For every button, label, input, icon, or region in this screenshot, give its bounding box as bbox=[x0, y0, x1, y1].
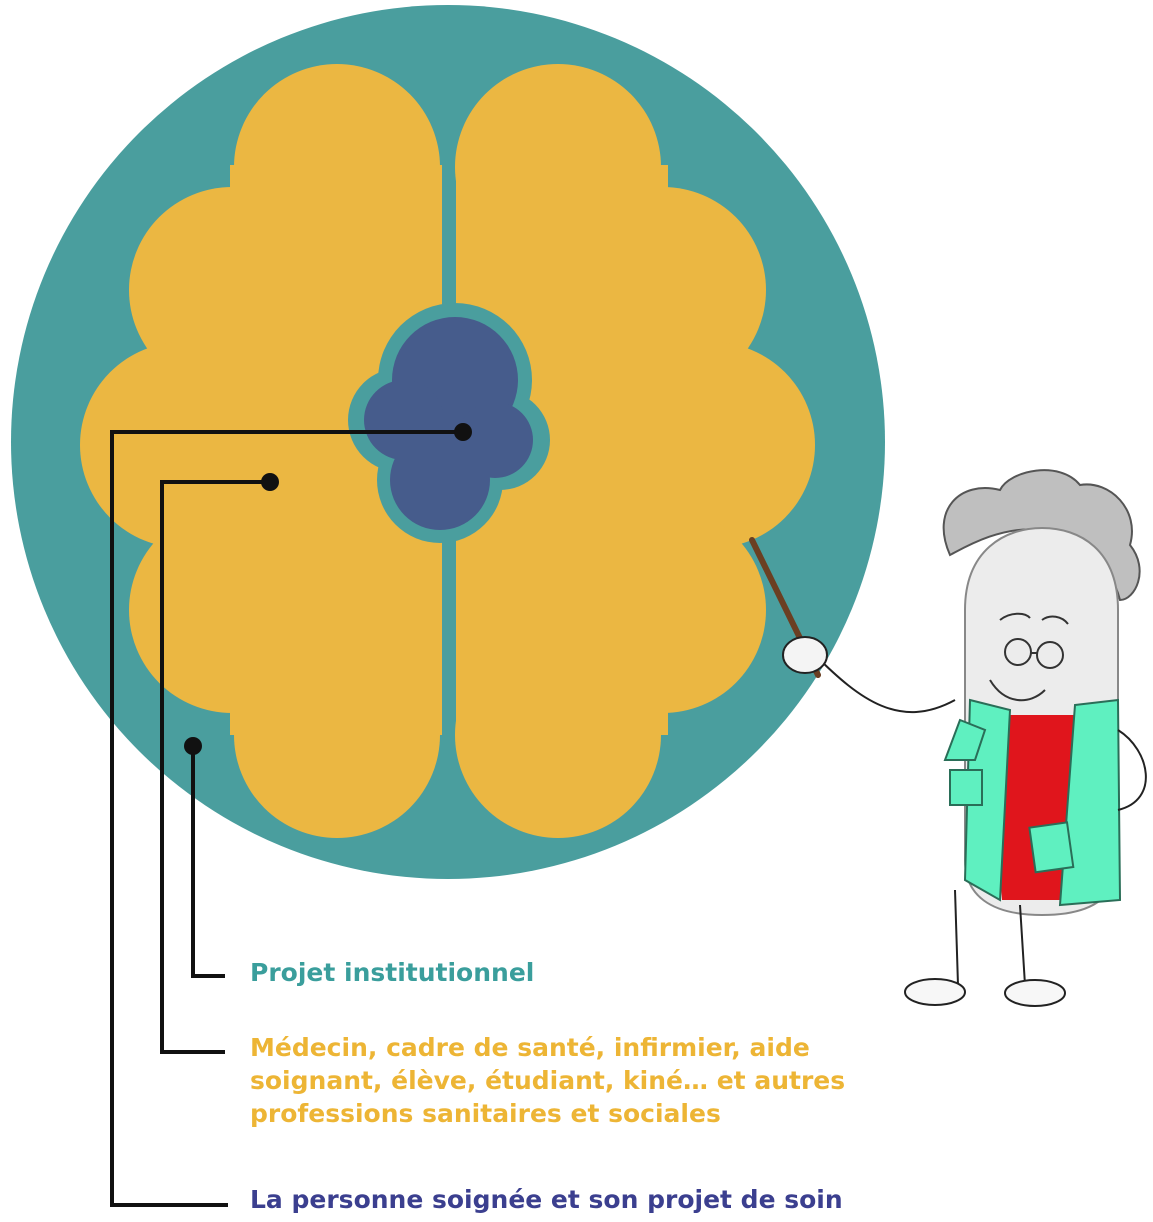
patient-dot bbox=[454, 423, 472, 441]
label-care-professionals: Médecin, cadre de santé, infirmier, aide… bbox=[250, 1031, 930, 1130]
institution-dot bbox=[184, 737, 202, 755]
professionals-dot bbox=[261, 473, 279, 491]
label-patient-care-project: La personne soignée et son projet de soi… bbox=[250, 1183, 843, 1216]
label-institutional-project: Projet institutionnel bbox=[250, 956, 534, 989]
